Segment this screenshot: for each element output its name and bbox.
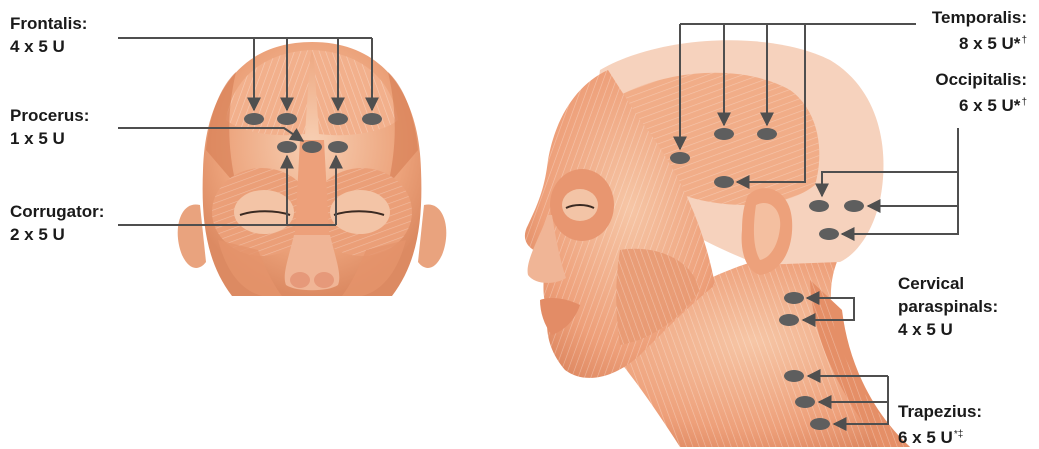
nostril-right-shape	[314, 272, 334, 288]
occipitalis-name: Occipitalis:	[935, 68, 1027, 91]
injection-marker	[328, 113, 348, 125]
injection-marker	[757, 128, 777, 140]
trapezius-label: Trapezius: 6 x 5 U*‡	[898, 400, 982, 449]
front-face-illustration	[178, 42, 447, 296]
injection-marker	[244, 113, 264, 125]
corrugator-name: Corrugator:	[10, 200, 104, 223]
injection-marker	[795, 396, 815, 408]
temporalis-footnote-mark: †	[1021, 35, 1027, 46]
right-ear-shape	[418, 204, 446, 268]
side-head-illustration	[525, 40, 910, 447]
temporalis-label: Temporalis: 8 x 5 U*†	[932, 6, 1027, 55]
trapezius-name: Trapezius:	[898, 400, 982, 423]
occipitalis-footnote-mark: †	[1021, 97, 1027, 108]
procerus-label: Procerus: 1 x 5 U	[10, 104, 89, 150]
injection-marker	[779, 314, 799, 326]
procerus-dose: 1 x 5 U	[10, 127, 89, 150]
frontalis-left-fibers	[226, 50, 312, 135]
procerus-shape	[294, 140, 330, 250]
frontalis-label: Frontalis: 4 x 5 U	[10, 12, 87, 58]
procerus-name: Procerus:	[10, 104, 89, 127]
injection-marker	[277, 113, 297, 125]
frontalis-right-fibers	[312, 50, 398, 135]
cervical-paraspinals-label: Cervical paraspinals: 4 x 5 U	[898, 272, 998, 341]
injection-marker	[277, 141, 297, 153]
nostril-left-shape	[290, 272, 310, 288]
injection-marker	[328, 141, 348, 153]
temporalis-name: Temporalis:	[932, 6, 1027, 29]
cervical-dose: 4 x 5 U	[898, 318, 998, 341]
injection-marker	[844, 200, 864, 212]
occipitalis-dose: 6 x 5 U*	[959, 96, 1020, 115]
injection-marker	[784, 292, 804, 304]
temporalis-dose: 8 x 5 U*	[959, 34, 1020, 53]
injection-marker	[362, 113, 382, 125]
trapezius-footnote-mark: *‡	[954, 429, 963, 440]
injection-marker	[809, 200, 829, 212]
injection-marker	[302, 141, 322, 153]
occipitalis-label: Occipitalis: 6 x 5 U*†	[935, 68, 1027, 117]
injection-marker	[810, 418, 830, 430]
cervical-name-line1: Cervical	[898, 272, 998, 295]
left-ear-shape	[178, 204, 206, 268]
trapezius-dose: 6 x 5 U	[898, 428, 953, 447]
cervical-name-line2: paraspinals:	[898, 295, 998, 318]
corrugator-dose: 2 x 5 U	[10, 223, 104, 246]
injection-marker	[784, 370, 804, 382]
frontalis-dose: 4 x 5 U	[10, 35, 87, 58]
corrugator-label: Corrugator: 2 x 5 U	[10, 200, 104, 246]
frontalis-name: Frontalis:	[10, 12, 87, 35]
injection-marker	[819, 228, 839, 240]
injection-marker	[714, 128, 734, 140]
injection-marker	[714, 176, 734, 188]
injection-marker	[670, 152, 690, 164]
